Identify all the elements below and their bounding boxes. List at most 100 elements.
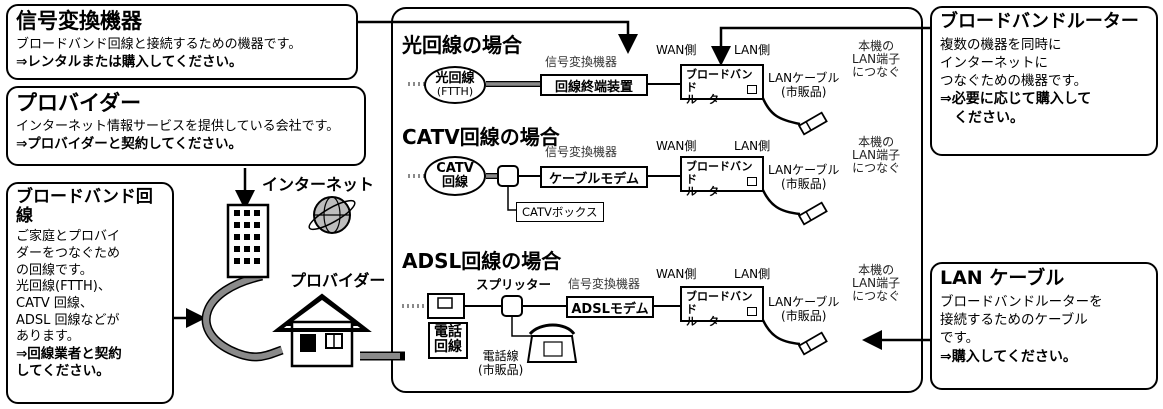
broadband-cable bbox=[203, 273, 283, 360]
catv-router-label-1: ブロードバンド bbox=[686, 160, 753, 186]
adsl-lan-cable-label-1: LANケーブル bbox=[768, 295, 840, 309]
splitter-label: スプリッター bbox=[476, 277, 552, 292]
fiber-terminal-label-3: につなぐ bbox=[852, 65, 901, 80]
house-icon bbox=[272, 293, 372, 368]
adsl-terminal-label-2: LAN端子 bbox=[852, 276, 901, 291]
broadband-line-body-7: あります。 bbox=[16, 329, 80, 345]
broadband-line-title: ブロードバンド回線 bbox=[16, 187, 153, 226]
fiber-terminal-label-1: 本機の bbox=[858, 39, 895, 53]
adsl-lan-cable-label: LANケーブル (市販品) bbox=[768, 295, 840, 324]
catv-terminal-label-1: 本機の bbox=[858, 135, 895, 149]
catv-router-label-2: ルーター bbox=[686, 185, 730, 199]
phone-line-label-1: 電話 bbox=[434, 324, 462, 340]
lan-cable-callout-body-2: 接続するためのケーブル bbox=[940, 312, 1088, 329]
fiber-line-oval: 光回線 (FTTH) bbox=[424, 66, 486, 104]
broadband-line-body-1: ご家庭とプロバイ bbox=[16, 229, 121, 245]
catv-lan-cable-label-1: LANケーブル bbox=[768, 163, 840, 177]
building-icon bbox=[226, 203, 270, 279]
catv-terminal-label: 本機の LAN端子 につなぐ bbox=[852, 135, 901, 176]
adsl-terminal-label-3: につなぐ bbox=[852, 289, 901, 304]
phone-cord-label-2: (市販品) bbox=[478, 362, 524, 377]
router-callout-body-3: つなぐための機器です。 bbox=[940, 73, 1088, 90]
globe-icon bbox=[308, 196, 356, 234]
fiber-lan-cable-label-2: (市販品) bbox=[781, 84, 827, 99]
adsl-converter-caption: 信号変換機器 bbox=[568, 277, 641, 291]
catv-converter-box: ケーブルモデム bbox=[540, 166, 648, 188]
arrow-signal-converter bbox=[330, 20, 638, 54]
phone-cord-label: 電話線 (市販品) bbox=[478, 349, 524, 378]
catv-lan-cable-label-2: (市販品) bbox=[781, 176, 827, 191]
provider-title: プロバイダー bbox=[16, 91, 142, 115]
catv-converter-caption: 信号変換機器 bbox=[545, 145, 618, 159]
internet-label: インターネット bbox=[262, 175, 375, 194]
lan-cable-callout-cta: ⇒購入してください。 bbox=[940, 348, 1077, 365]
catv-lan-label: LAN側 bbox=[734, 139, 771, 153]
broadband-line-body-4: 光回線(FTTH)、 bbox=[16, 279, 111, 295]
router-callout-title: ブロードバンドルーター bbox=[940, 11, 1139, 32]
catv-terminal-label-2: LAN端子 bbox=[852, 148, 901, 163]
router-callout-body-1: 複数の機器を同時に bbox=[940, 36, 1062, 53]
adsl-section-title: ADSL回線の場合 bbox=[402, 249, 562, 273]
line-types-frame bbox=[391, 7, 923, 393]
adsl-terminal-label: 本機の LAN端子 につなぐ bbox=[852, 263, 901, 304]
lan-cable-callout-body-1: ブロードバンドルーターを bbox=[940, 293, 1103, 310]
fiber-router: ブロードバンド ルーター bbox=[680, 64, 764, 106]
router-callout-cta-1: ⇒必要に応じて購入して bbox=[940, 91, 1092, 108]
router-callout-body-2: インターネットに bbox=[940, 55, 1048, 72]
provider-cta: ⇒プロバイダーと契約してください。 bbox=[16, 135, 242, 152]
arrow-router bbox=[711, 26, 932, 66]
adsl-row-lines bbox=[402, 293, 801, 346]
fiber-section-title: 光回線の場合 bbox=[402, 33, 522, 57]
adsl-converter-box: ADSLモデム bbox=[566, 296, 654, 318]
signal-converter-title: 信号変換機器 bbox=[16, 9, 142, 33]
adsl-router-label-2: ルーター bbox=[686, 315, 730, 329]
catv-terminal-label-3: につなぐ bbox=[852, 161, 901, 176]
catv-line-oval: CATV 回線 bbox=[424, 156, 486, 196]
fiber-router-label-2: ルーター bbox=[686, 93, 730, 107]
signal-converter-body: ブロードバンド回線と接続するための機器です。 bbox=[16, 37, 302, 53]
catv-line-label-1: CATV bbox=[436, 161, 474, 177]
fiber-wan-label: WAN側 bbox=[656, 43, 697, 57]
lan-cable-callout-body-3: です。 bbox=[940, 330, 980, 347]
broadband-line-cta-1: ⇒回線業者と契約 bbox=[16, 345, 122, 362]
catv-box-label: CATVボックス bbox=[516, 202, 604, 222]
callout-provider: プロバイダー インターネット情報サービスを提供している会社です。 ⇒プロバイダー… bbox=[6, 86, 366, 166]
catv-row-lines bbox=[408, 165, 801, 216]
broadband-line-cta-2: してください。 bbox=[16, 363, 110, 380]
adsl-terminal-label-1: 本機の bbox=[858, 263, 895, 277]
fiber-lan-label: LAN側 bbox=[734, 43, 771, 57]
broadband-line-body-6: ADSL 回線などが bbox=[16, 312, 120, 328]
fiber-converter-box: 回線終端装置 bbox=[540, 74, 648, 96]
fiber-converter-caption: 信号変換機器 bbox=[545, 55, 618, 69]
broadband-line-body-2: ダーをつなぐため bbox=[16, 246, 121, 261]
adsl-router: ブロードバンド ルーター bbox=[680, 286, 764, 328]
catv-wan-label: WAN側 bbox=[656, 139, 697, 153]
fiber-lan-cable-label-1: LANケーブル bbox=[768, 71, 840, 85]
adsl-wan-label: WAN側 bbox=[656, 267, 697, 281]
adsl-router-label-1: ブロードバンド bbox=[686, 290, 753, 316]
adsl-lan-label: LAN側 bbox=[734, 267, 771, 281]
router-callout-cta-2: ください。 bbox=[940, 109, 1024, 126]
provider-body: インターネット情報サービスを提供している会社です。 bbox=[16, 119, 340, 135]
fiber-lan-cable-label: LANケーブル (市販品) bbox=[768, 71, 840, 100]
fiber-terminal-label-2: LAN端子 bbox=[852, 52, 901, 67]
fiber-row-lines bbox=[408, 81, 801, 126]
fiber-terminal-label: 本機の LAN端子 につなぐ bbox=[852, 39, 901, 80]
fiber-line-label-1: 光回線 bbox=[435, 71, 475, 87]
phone-line-label-2: 回線 bbox=[434, 339, 462, 356]
adsl-lan-cable-label-2: (市販品) bbox=[781, 308, 827, 323]
provider-label: プロバイダー bbox=[290, 271, 386, 290]
catv-section-title: CATV回線の場合 bbox=[402, 125, 560, 149]
lan-port-icon bbox=[747, 307, 757, 316]
callout-broadband-line: ブロードバンド回線 ご家庭とプロバイ ダーをつなぐため の回線です。 光回線(F… bbox=[6, 182, 174, 404]
catv-lan-cable-label: LANケーブル (市販品) bbox=[768, 163, 840, 192]
callout-lan-cable: LAN ケーブル ブロードバンドルーターを 接続するためのケーブル です。 ⇒購… bbox=[930, 262, 1158, 390]
signal-converter-cta: ⇒レンタルまたは購入してください。 bbox=[16, 53, 243, 70]
callout-signal-converter: 信号変換機器 ブロードバンド回線と接続するための機器です。 ⇒レンタルまたは購入… bbox=[6, 4, 358, 80]
phone-line-box: 電話 回線 bbox=[428, 322, 468, 359]
lan-port-icon bbox=[747, 177, 757, 186]
telephone-icon bbox=[526, 323, 578, 363]
phone-cord-label-1: 電話線 bbox=[482, 349, 519, 363]
